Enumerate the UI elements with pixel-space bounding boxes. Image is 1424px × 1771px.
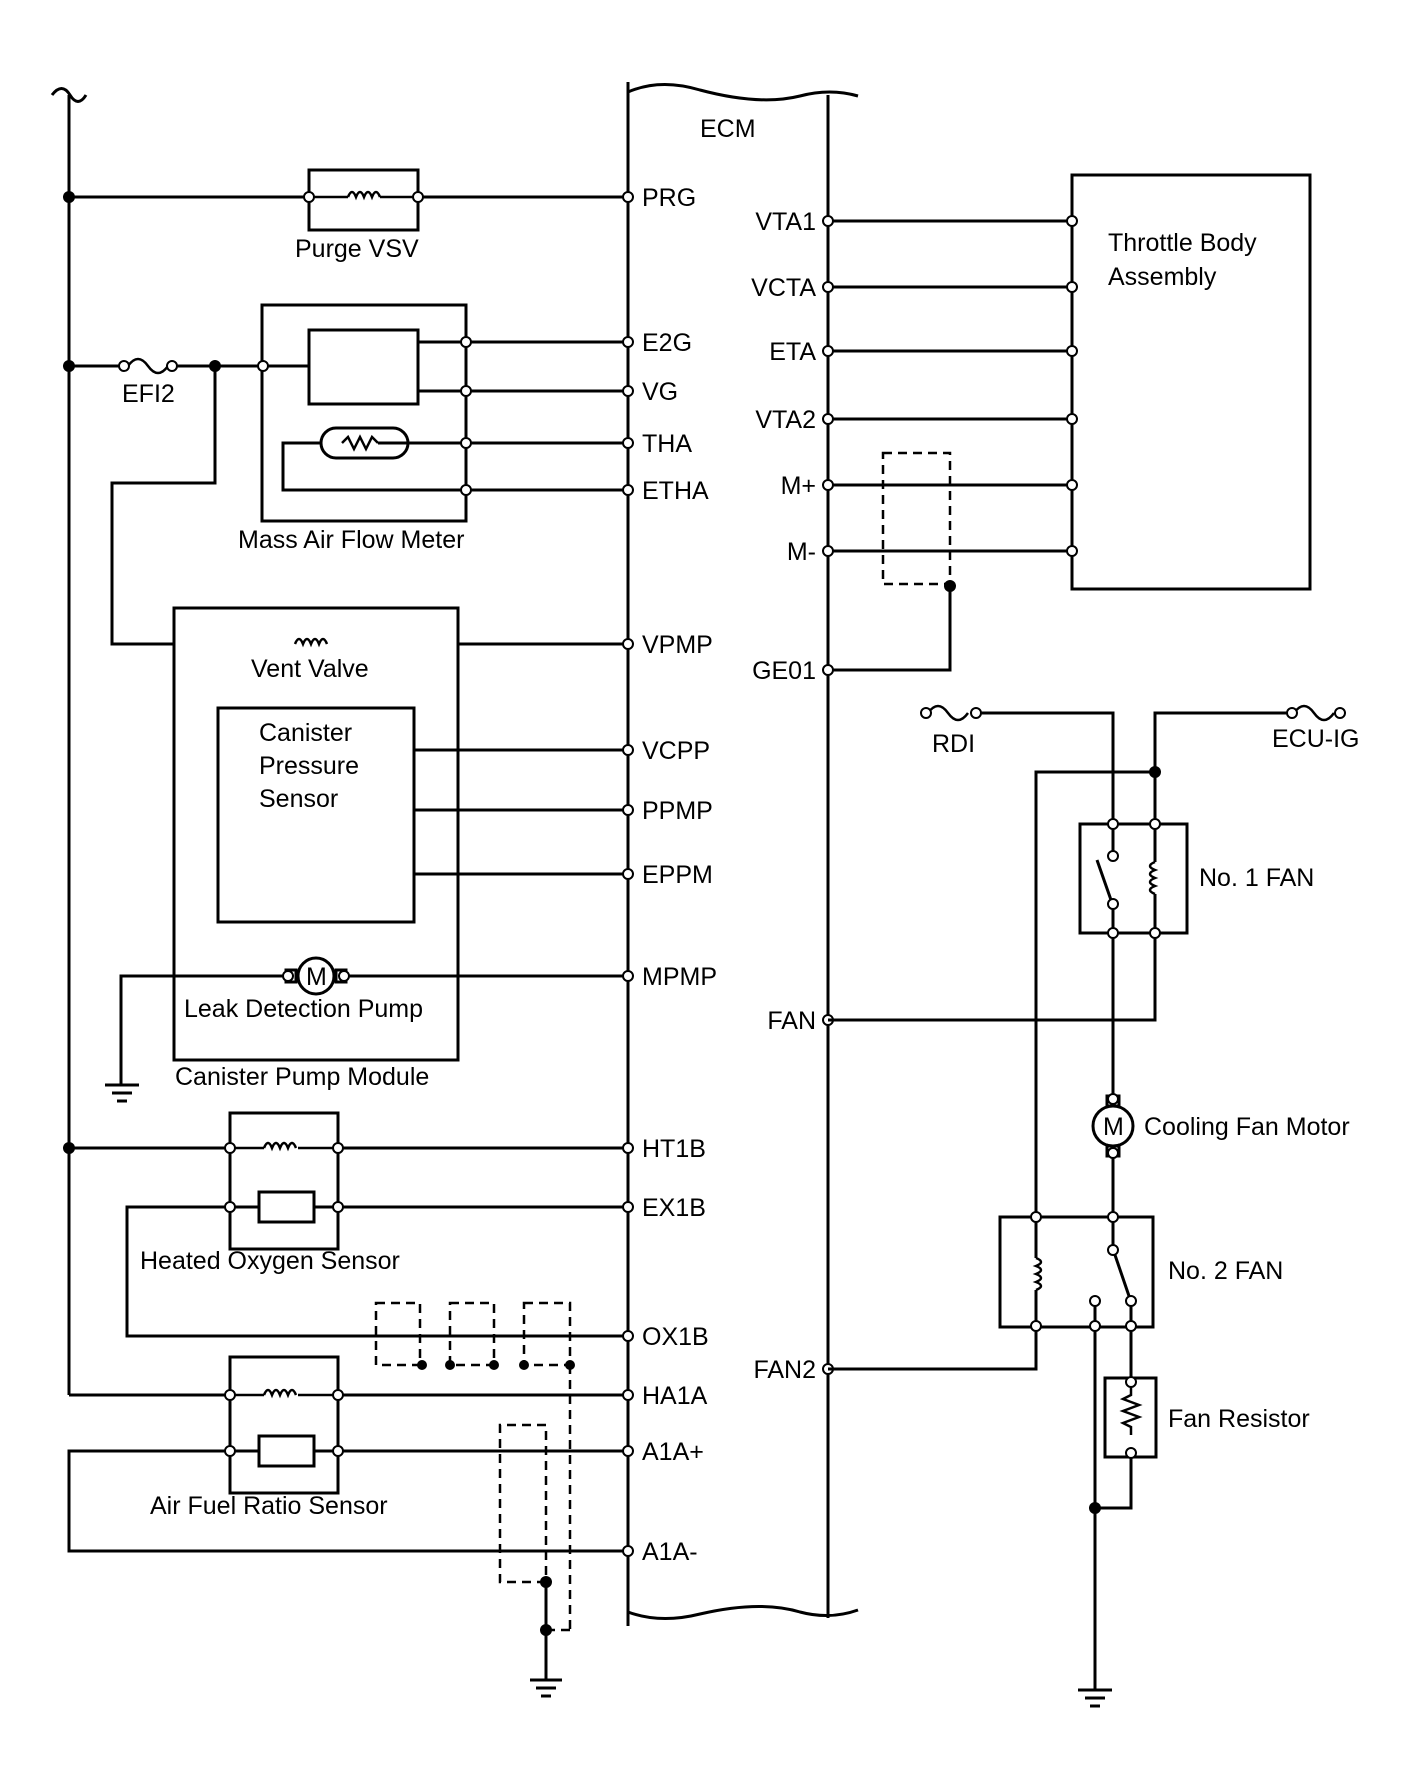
heater-coil-icon	[262, 1141, 298, 1152]
terminal-vta2: VTA2	[755, 406, 816, 434]
terminal-eppm: EPPM	[642, 861, 713, 889]
purge-vsv-label: Purge VSV	[295, 235, 419, 263]
ecm-right-terminals: VTA1 VCTA ETA VTA2 M+ M- GE01 FAN FAN2	[751, 208, 834, 1384]
terminal-ox1b: OX1B	[642, 1323, 709, 1351]
terminal-vg: VG	[642, 378, 678, 406]
canister-pump-module: Vent Valve Canister Pressure Sensor M Le…	[105, 606, 628, 1103]
ground-icon	[530, 1678, 562, 1698]
throttle-body-label-1: Throttle Body	[1108, 229, 1257, 257]
rdi-fuse-icon	[926, 704, 970, 722]
rdi-label: RDI	[932, 730, 975, 758]
canister-pump-module-label: Canister Pump Module	[175, 1063, 429, 1091]
maf-label: Mass Air Flow Meter	[238, 526, 464, 554]
ecu-ig-label: ECU-IG	[1272, 725, 1360, 753]
terminal-m-plus: M+	[781, 472, 816, 500]
terminal-vpmp: VPMP	[642, 631, 713, 659]
canister-pressure-sensor-label-3: Sensor	[259, 785, 338, 813]
no1-fan-label: No. 1 FAN	[1199, 864, 1314, 892]
ecm-left-terminals: PRG E2G VG THA ETHA VPMP VCPP PPMP EPPM …	[622, 184, 717, 1566]
terminal-vta1: VTA1	[755, 208, 816, 236]
efi2-label: EFI2	[122, 380, 175, 408]
terminal-eta: ETA	[769, 338, 816, 366]
ecu-ig-fuse-icon	[1292, 704, 1336, 722]
terminal-ge01: GE01	[752, 657, 816, 685]
battery-bus	[50, 87, 88, 1395]
canister-pressure-sensor-label-1: Canister	[259, 719, 352, 747]
throttle-body-assembly: Throttle Body Assembly	[828, 173, 1312, 672]
vent-valve-label: Vent Valve	[251, 655, 369, 683]
thermistor-icon	[341, 434, 379, 452]
terminal-ex1b: EX1B	[642, 1194, 706, 1222]
fan-circuit: RDI ECU-IG No. 1 FAN M Cooling	[828, 704, 1360, 1708]
leak-detection-pump-label: Leak Detection Pump	[184, 995, 423, 1023]
relay-coil-icon	[1032, 1256, 1043, 1292]
purge-vsv: Purge VSV	[69, 168, 628, 263]
ground-icon	[1078, 1688, 1112, 1708]
throttle-body-label-2: Assembly	[1108, 263, 1217, 291]
pump-motor-icon	[296, 956, 336, 996]
heated-oxygen-sensor: Heated Oxygen Sensor	[69, 1111, 628, 1338]
terminal-mpmp: MPMP	[642, 963, 717, 991]
terminal-ht1b: HT1B	[642, 1135, 706, 1163]
terminal-etha: ETHA	[642, 477, 709, 505]
cooling-fan-motor-label: Cooling Fan Motor	[1144, 1113, 1350, 1141]
terminal-a1a-minus: A1A-	[642, 1538, 698, 1566]
air-fuel-ratio-sensor: Air Fuel Ratio Sensor	[67, 1355, 628, 1553]
ground-icon	[105, 1083, 139, 1103]
terminal-e2g: E2G	[642, 329, 692, 357]
terminal-fan: FAN	[767, 1007, 816, 1035]
air-fuel-ratio-sensor-label: Air Fuel Ratio Sensor	[150, 1492, 388, 1520]
no2-fan-label: No. 2 FAN	[1168, 1257, 1283, 1285]
ecm-title: ECM	[700, 115, 756, 143]
pump-motor-symbol: M	[306, 963, 327, 991]
cooling-fan-motor-symbol: M	[1103, 1113, 1124, 1141]
heated-oxygen-sensor-label: Heated Oxygen Sensor	[140, 1247, 400, 1275]
heater-coil-icon	[262, 1388, 298, 1399]
relay-switch-icon	[1113, 1254, 1131, 1297]
relay-coil-icon	[1148, 860, 1159, 896]
relay-switch-icon	[1095, 859, 1113, 901]
mass-air-flow-meter: Mass Air Flow Meter	[238, 303, 628, 554]
shield-lines	[374, 1301, 575, 1698]
fan-resistor-label: Fan Resistor	[1168, 1405, 1310, 1433]
terminal-vcta: VCTA	[751, 274, 816, 302]
vent-valve-coil-icon	[293, 637, 329, 648]
terminal-ppmp: PPMP	[642, 797, 713, 825]
resistor-icon	[1119, 1387, 1143, 1435]
terminal-m-minus: M-	[787, 538, 816, 566]
fuse-icon	[126, 357, 170, 375]
coil-icon	[346, 190, 382, 201]
terminal-ha1a: HA1A	[642, 1382, 708, 1410]
terminal-tha: THA	[642, 430, 692, 458]
terminal-a1a-plus: A1A+	[642, 1438, 704, 1466]
terminal-vcpp: VCPP	[642, 737, 710, 765]
canister-pressure-sensor-label-2: Pressure	[259, 752, 359, 780]
terminal-fan2: FAN2	[753, 1356, 816, 1384]
terminal-prg: PRG	[642, 184, 696, 212]
